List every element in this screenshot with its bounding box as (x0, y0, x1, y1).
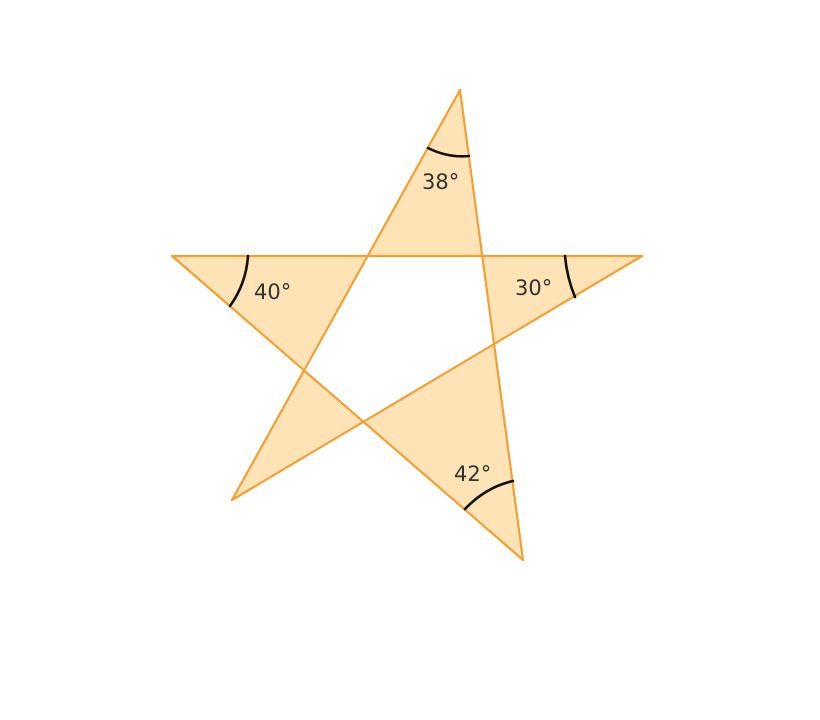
top-tip-triangle (368, 90, 482, 256)
right-tip-triangle (482, 256, 642, 343)
edge-top-to-bottom-left (230, 88, 462, 502)
bottom-left-tip-triangle (232, 369, 365, 500)
angle-label-bottom-right: 42° (454, 462, 491, 486)
left-tip-triangle (172, 256, 368, 369)
angle-label-top: 38° (422, 170, 459, 194)
angle-arc-right (563, 254, 577, 299)
bottom-right-tip-triangle (365, 343, 523, 560)
angle-label-right: 30° (515, 276, 552, 300)
angle-arc-left (228, 254, 250, 308)
angle-label-left: 40° (254, 280, 291, 304)
angle-arc-top (426, 146, 471, 158)
angle-arc-bottom-right (463, 479, 515, 511)
